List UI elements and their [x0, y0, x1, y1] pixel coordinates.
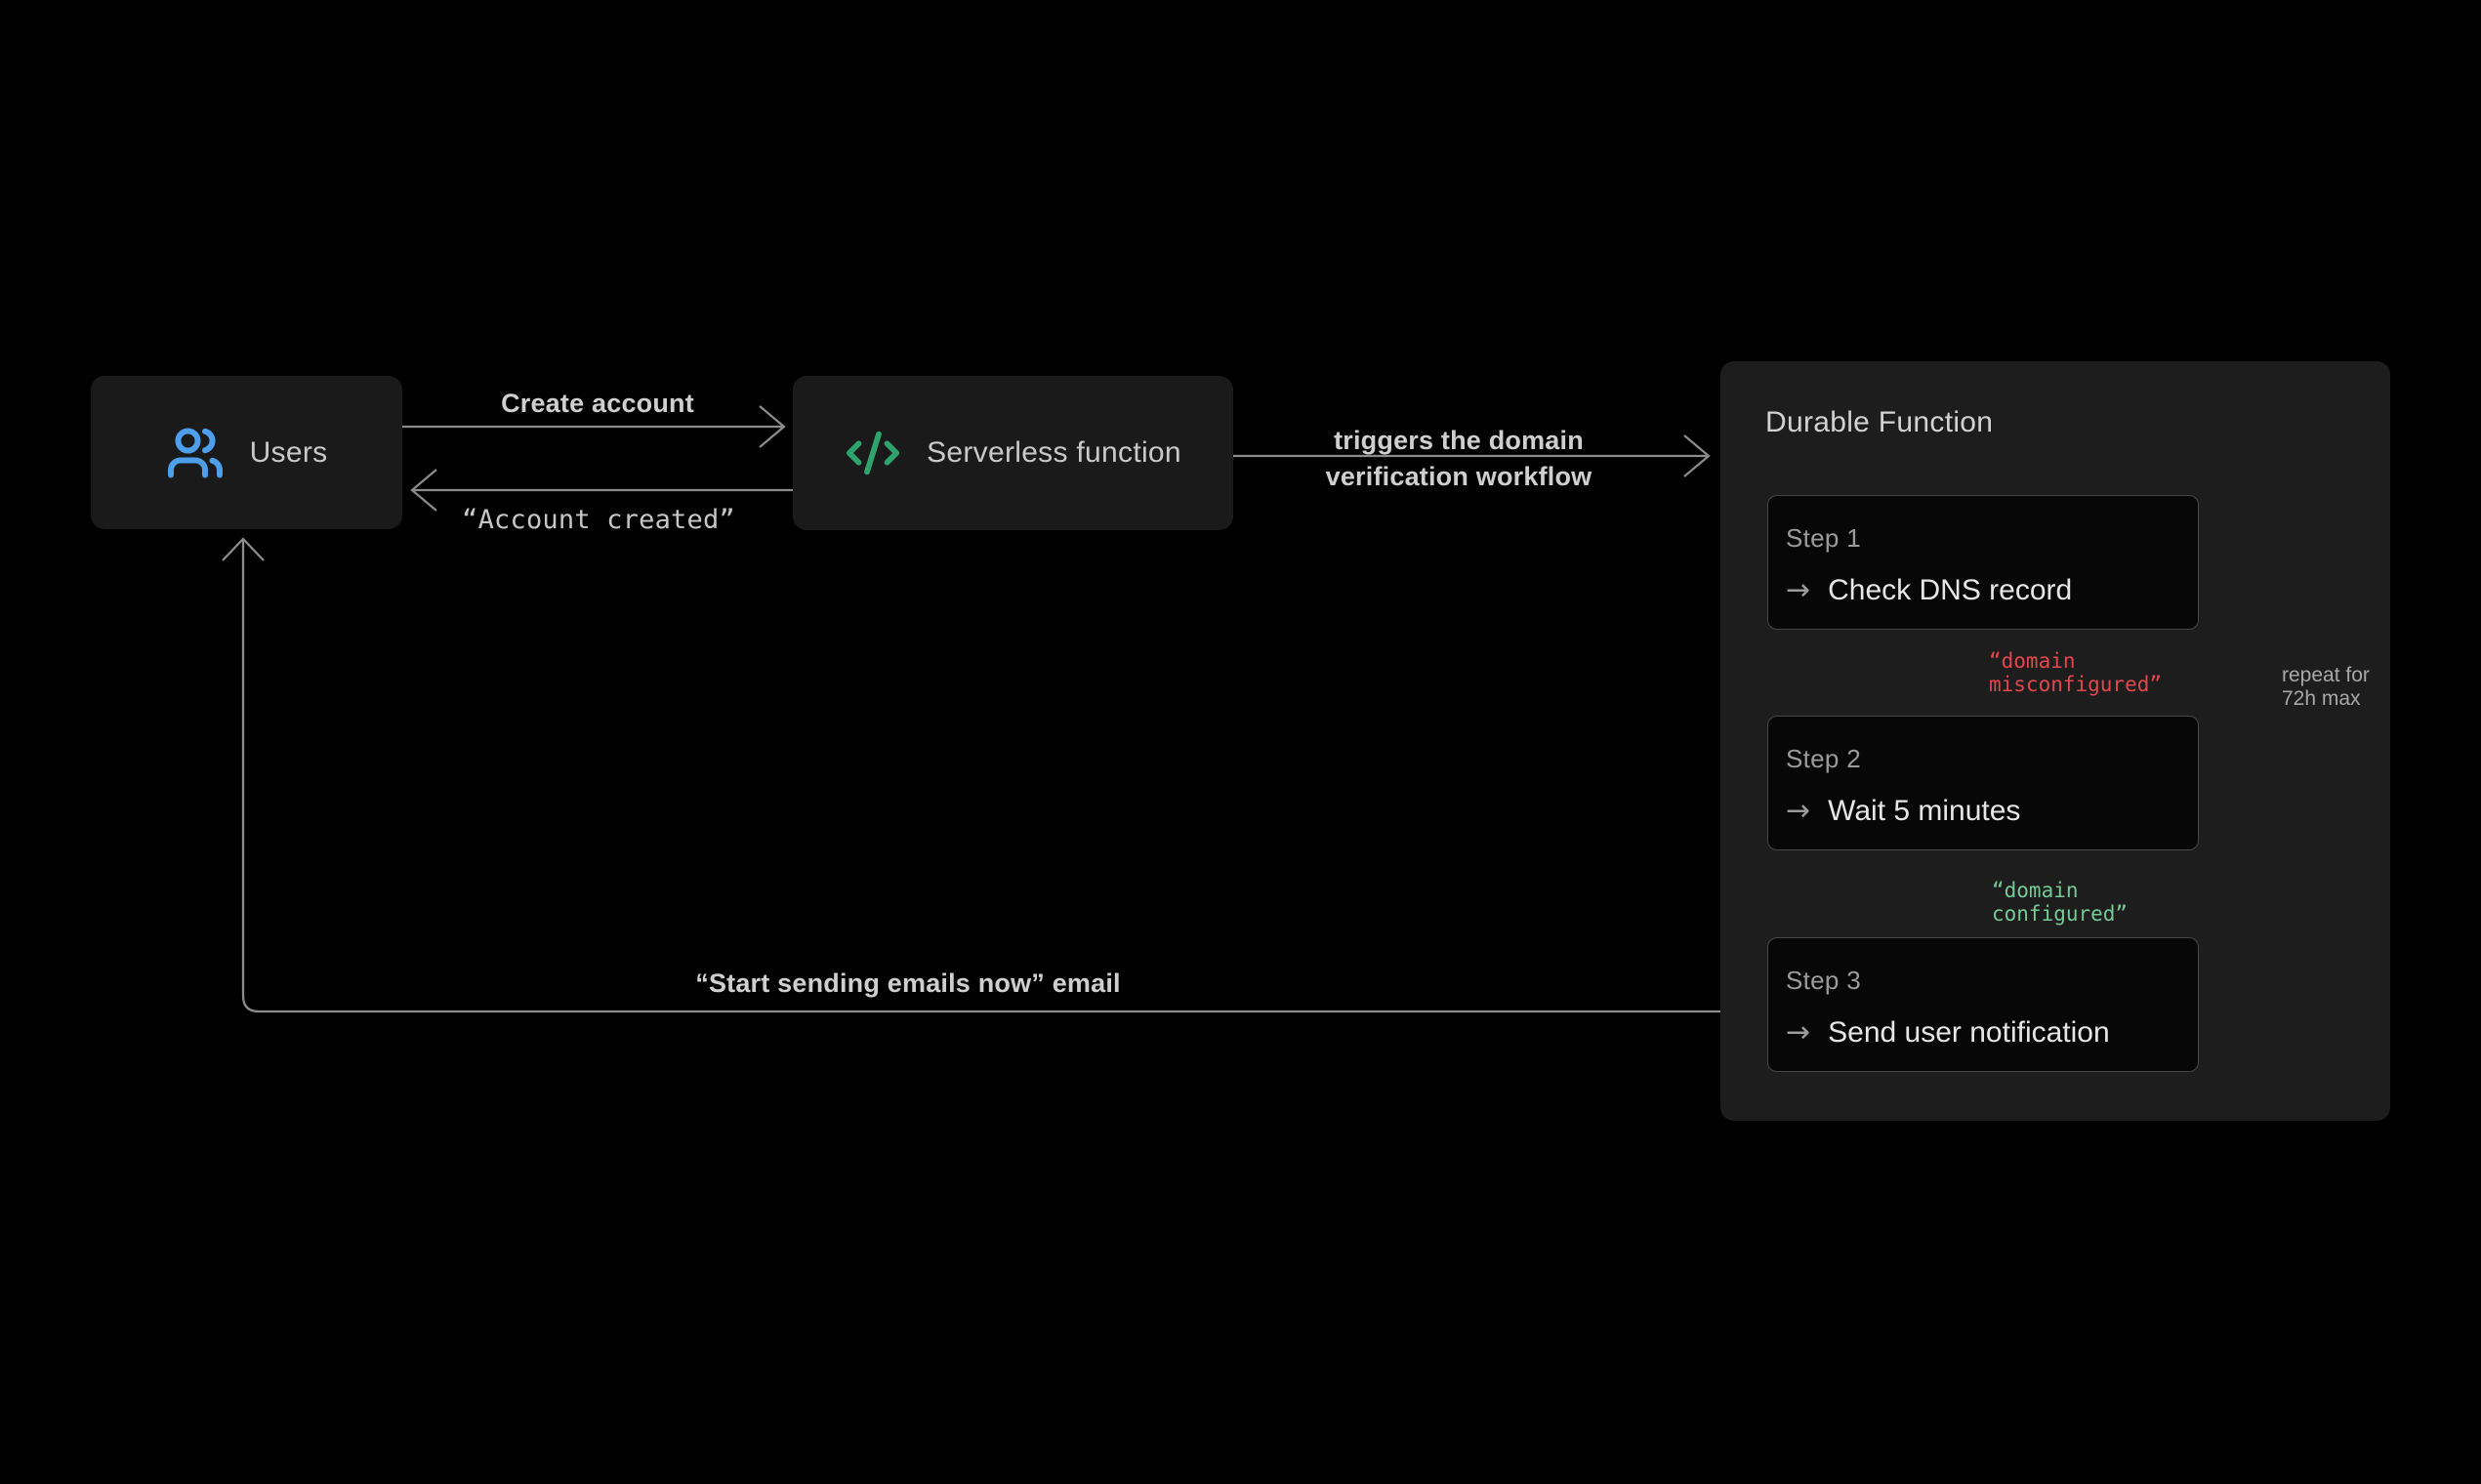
edge-notify-email-line	[241, 540, 1767, 1013]
step-3-label: Step 3	[1786, 966, 1861, 995]
step-3-box: Step 3 → Send user notification	[1767, 937, 2199, 1072]
repeat-duration-label: repeat for 72h max	[2282, 664, 2370, 710]
edge-notify-email-arrowhead	[222, 537, 265, 561]
step-1-box: Step 1 → Check DNS record	[1767, 495, 2199, 630]
arrow-right-icon: →	[1786, 1015, 1811, 1050]
code-icon	[847, 431, 900, 475]
domain-configured-label: “domain configured”	[1992, 879, 2129, 926]
users-node-label: Users	[249, 435, 328, 469]
account-created-edge-label: “Account created”	[462, 505, 735, 535]
step-3-action: Send user notification	[1828, 1015, 2110, 1049]
edge-account-created-arrowhead	[410, 469, 437, 512]
notify-email-edge-label: “Start sending emails now” email	[695, 969, 1121, 998]
create-account-edge-label: Create account	[501, 389, 694, 418]
step-1-label: Step 1	[1786, 523, 1861, 553]
durable-function-panel: Durable Function Step 1 → Check DNS reco…	[1720, 361, 2390, 1121]
domain-misconfigured-label: “domain misconfigured”	[1989, 649, 2163, 696]
step-2-label: Step 2	[1786, 744, 1861, 773]
triggers-workflow-edge-label: triggers the domain verification workflo…	[1325, 426, 1592, 491]
edge-create-account-arrowhead	[759, 405, 786, 448]
serverless-function-node: Serverless function	[793, 376, 1233, 530]
serverless-function-node-label: Serverless function	[927, 436, 1181, 469]
edge-triggers-arrowhead	[1683, 434, 1711, 477]
step-2-box: Step 2 → Wait 5 minutes	[1767, 716, 2199, 850]
users-node: Users	[91, 376, 402, 529]
durable-function-title: Durable Function	[1765, 406, 1994, 438]
step-2-action: Wait 5 minutes	[1828, 794, 2021, 827]
arrow-right-icon: →	[1786, 794, 1811, 828]
arrow-right-icon: →	[1786, 573, 1811, 607]
users-icon	[167, 428, 223, 477]
step-1-action: Check DNS record	[1828, 573, 2073, 606]
